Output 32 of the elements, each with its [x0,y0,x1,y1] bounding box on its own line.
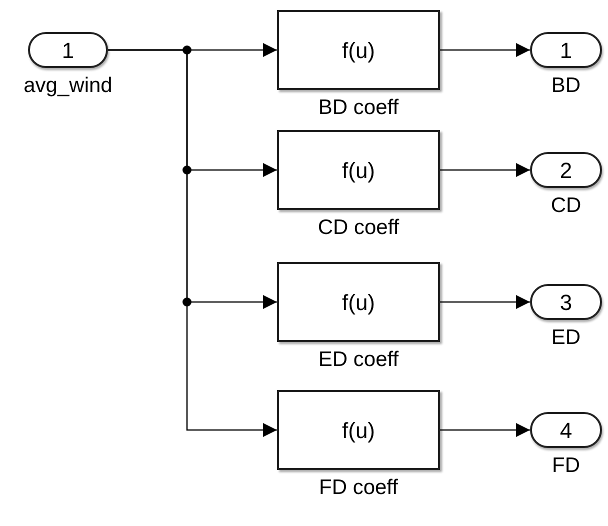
outport-block [530,284,602,320]
block-text: f(u) [342,36,375,64]
block-label: BD [551,74,581,98]
function-block [277,130,440,210]
signal-line [440,295,530,309]
block-text: 4 [560,416,572,444]
signal-line [108,49,277,437]
block-text: 1 [62,36,74,64]
block-text: f(u) [342,288,375,316]
block-text: 1 [560,36,572,64]
block-label: FD coeff [319,476,398,500]
signal-line [440,43,530,57]
function-block [277,262,440,342]
block-label: CD [550,194,582,218]
signal-line [440,423,530,437]
block-label: BD coeff [318,96,399,120]
block-text: 2 [560,156,572,184]
outport-block [530,32,602,68]
block-label: ED [551,326,581,350]
block-text: f(u) [342,416,375,444]
function-block [277,10,440,90]
block-text: f(u) [342,156,375,184]
block-label: avg_wind [24,74,112,98]
signal-line [440,163,530,177]
function-block [277,390,440,470]
outport-block [530,152,602,188]
inport-block [28,32,108,68]
block-label: CD coeff [318,216,400,240]
block-label: ED coeff [318,348,399,372]
block-text: 3 [560,288,572,316]
block-label: FD [552,454,580,478]
outport-block [530,412,602,448]
